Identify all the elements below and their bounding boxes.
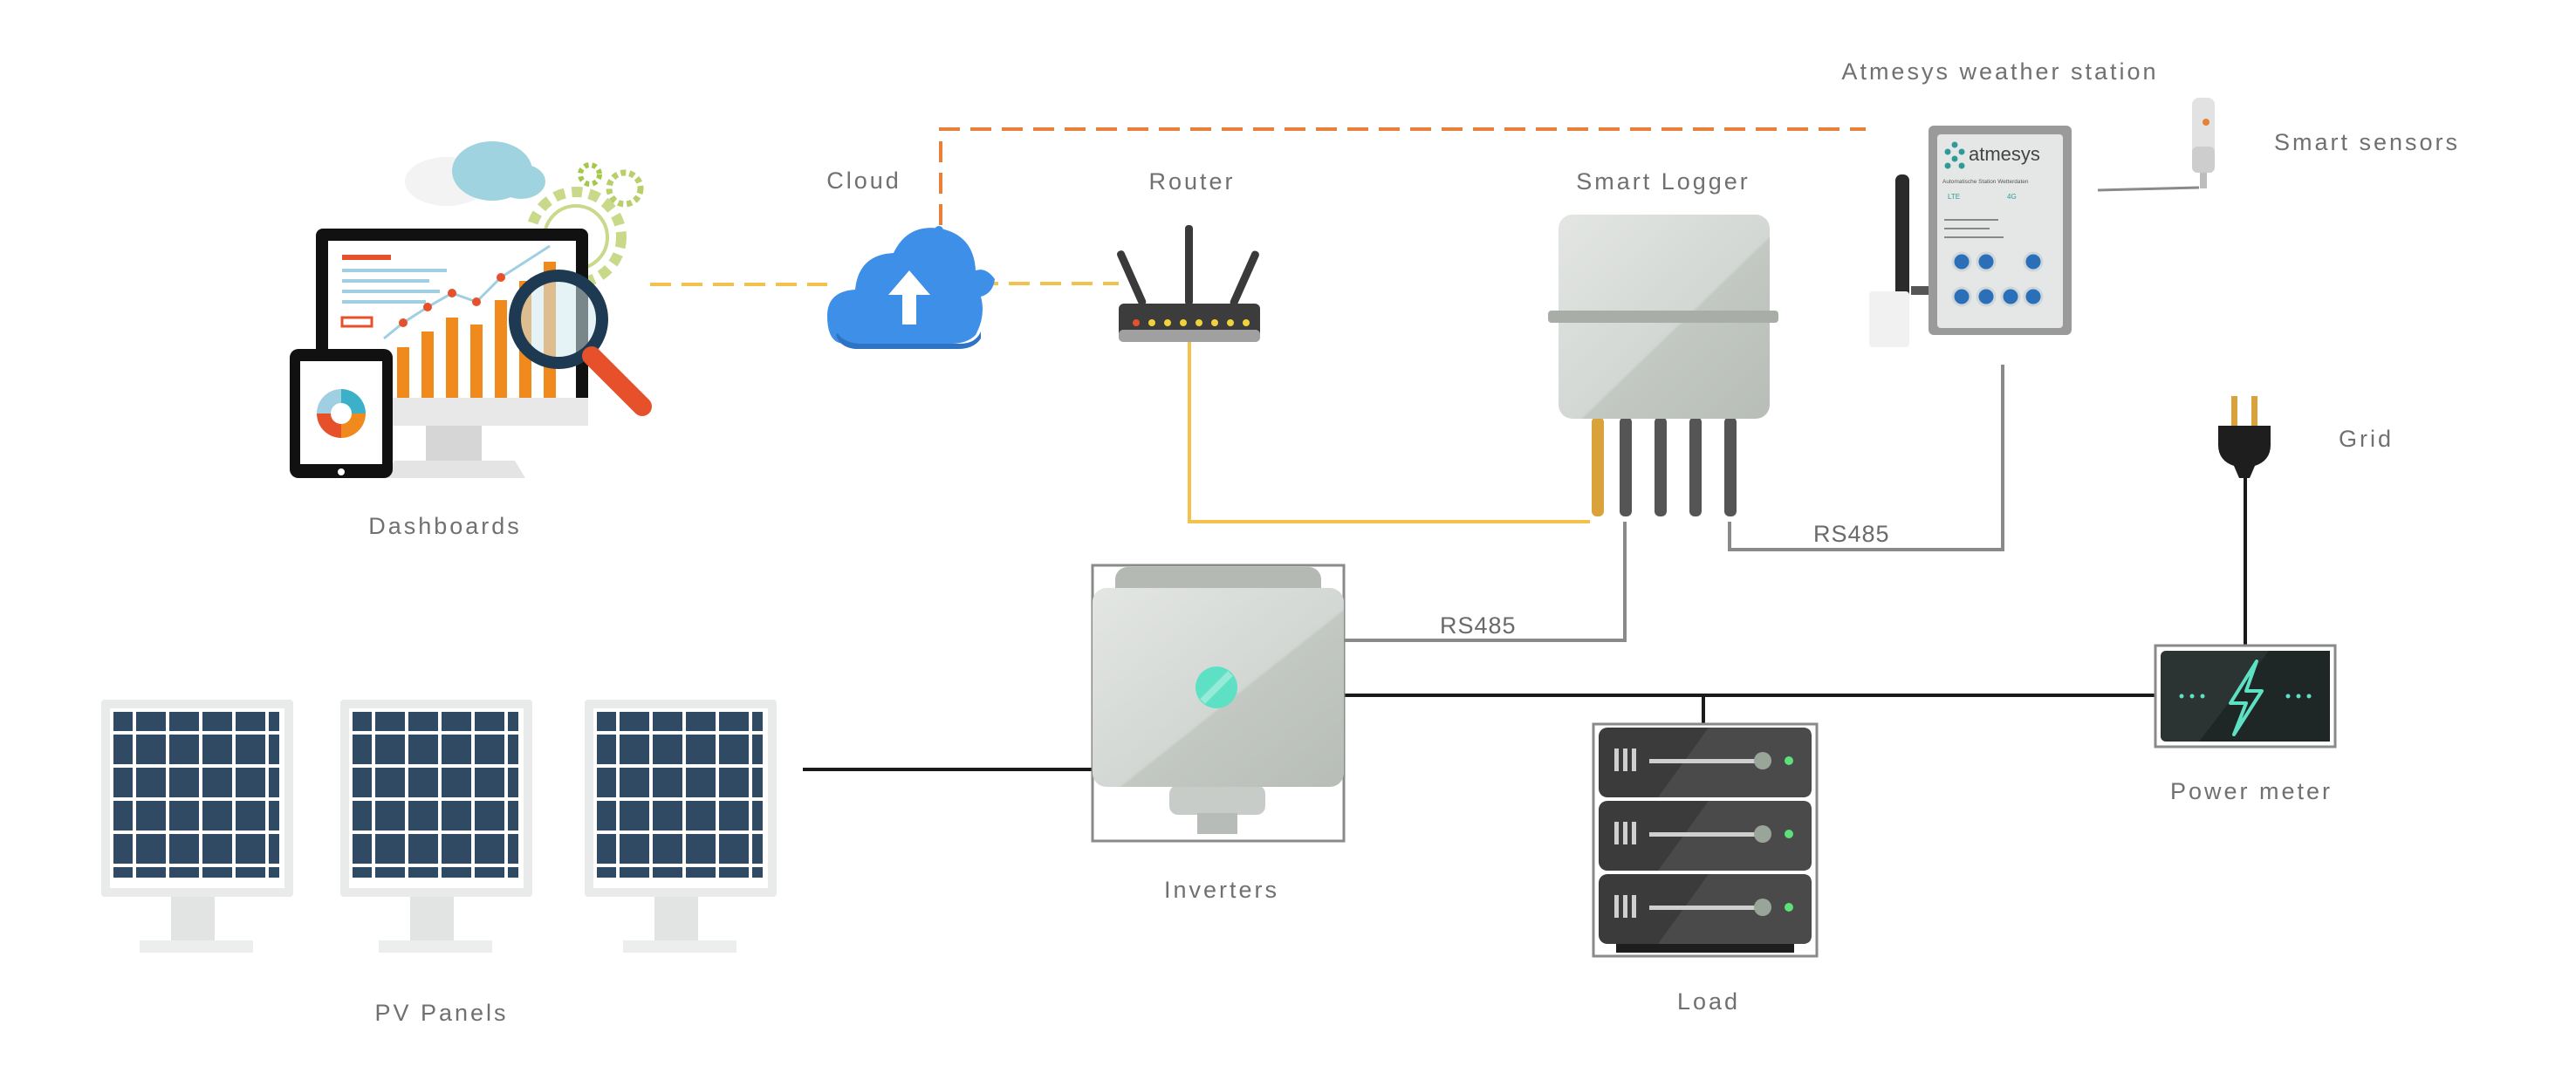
dashboards-icon	[290, 141, 652, 478]
wire-router-logger	[1188, 342, 1590, 523]
server-rack-icon	[1592, 722, 1819, 958]
wire-cloud-weather-station	[939, 127, 1866, 225]
server-unit	[1599, 874, 1812, 944]
rs485-weather-label: RS485	[1813, 521, 1890, 547]
smart-sensors-label: Smart sensors	[2274, 129, 2461, 155]
connections	[650, 127, 2247, 771]
weather-station-brand: atmesys	[1969, 143, 2040, 165]
server-unit	[1599, 728, 1812, 797]
router-label: Router	[1148, 168, 1236, 195]
weather-station-tag-a: LTE	[1948, 193, 1960, 201]
solar-panel-icon	[101, 700, 293, 953]
wifi-router-icon	[1116, 225, 1260, 342]
logger-box-icon	[1548, 215, 1778, 516]
cloud-label: Cloud	[826, 167, 901, 194]
cloud-upload-icon	[827, 226, 995, 349]
weather-station-tag-b: 4G	[2007, 193, 2017, 201]
smart-logger-label: Smart Logger	[1576, 168, 1750, 195]
meter-icon	[2154, 644, 2337, 748]
inverter-icon	[1091, 564, 1346, 843]
rs485-inverter-label: RS485	[1440, 612, 1517, 639]
server-unit	[1599, 801, 1812, 871]
solar-panel-icon	[585, 700, 777, 953]
wire-logger-inverter-rs485	[1344, 522, 1627, 642]
solar-panel-icon	[340, 700, 532, 953]
pv-panels-label: PV Panels	[374, 1000, 509, 1026]
wire-logger-weather-rs485	[1728, 365, 2004, 551]
weather-station-icon: atmesys Automatische Station Wetterdaten…	[1869, 126, 2072, 347]
dashboards-label: Dashboards	[368, 513, 522, 539]
sensor-icon	[2192, 98, 2215, 188]
grid-label: Grid	[2339, 426, 2394, 452]
power-meter-label: Power meter	[2169, 778, 2333, 804]
wire-weather-sensor	[2097, 186, 2200, 192]
inverters-label: Inverters	[1163, 877, 1280, 903]
plug-icon	[2218, 396, 2271, 478]
weather-station-label: Atmesys weather station	[1841, 58, 2159, 85]
weather-station-subtitle: Automatische Station Wetterdaten	[1942, 179, 2029, 185]
load-label: Load	[1676, 988, 1741, 1015]
